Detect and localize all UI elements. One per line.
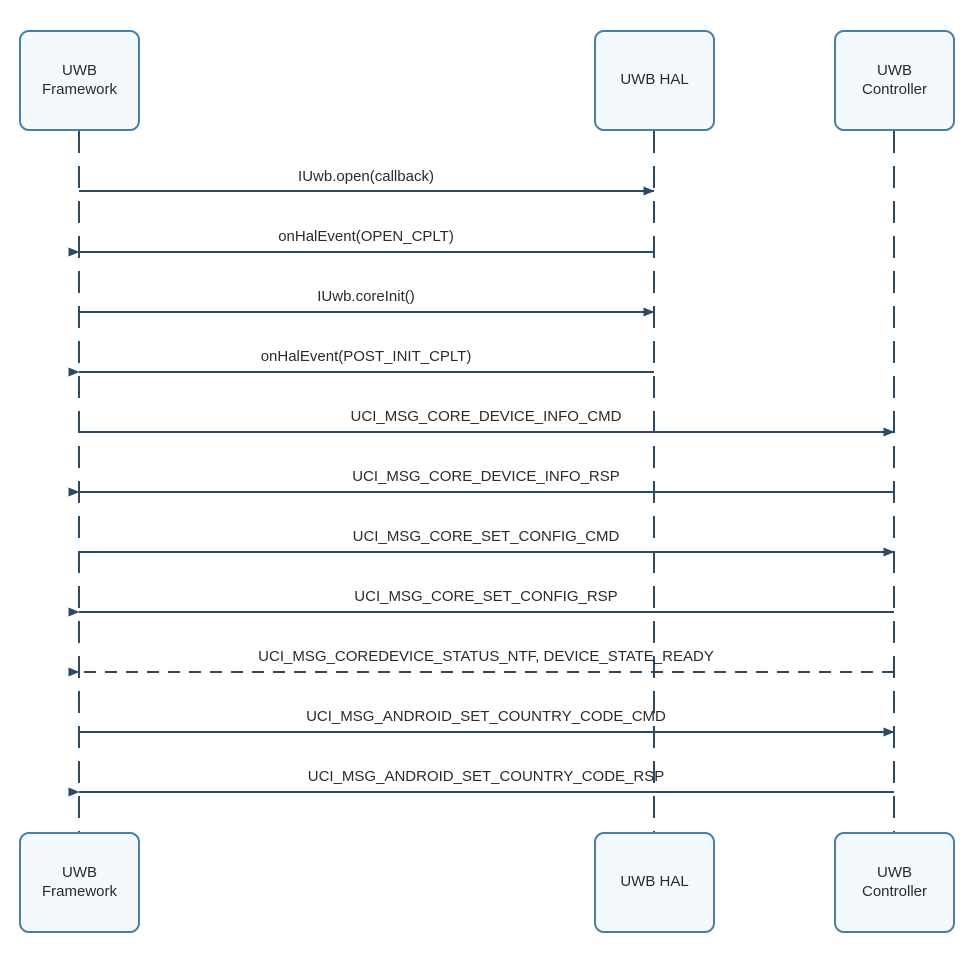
participant-box-framework-footer: UWB Framework xyxy=(19,832,140,933)
participant-box-controller-header: UWB Controller xyxy=(834,30,955,131)
lifelines-group xyxy=(78,131,895,832)
participant-box-hal-footer: UWB HAL xyxy=(594,832,715,933)
participant-box-controller-footer: UWB Controller xyxy=(834,832,955,933)
participant-box-hal-header: UWB HAL xyxy=(594,30,715,131)
participant-box-framework-header: UWB Framework xyxy=(19,30,140,131)
message-arrows-group xyxy=(68,186,895,797)
